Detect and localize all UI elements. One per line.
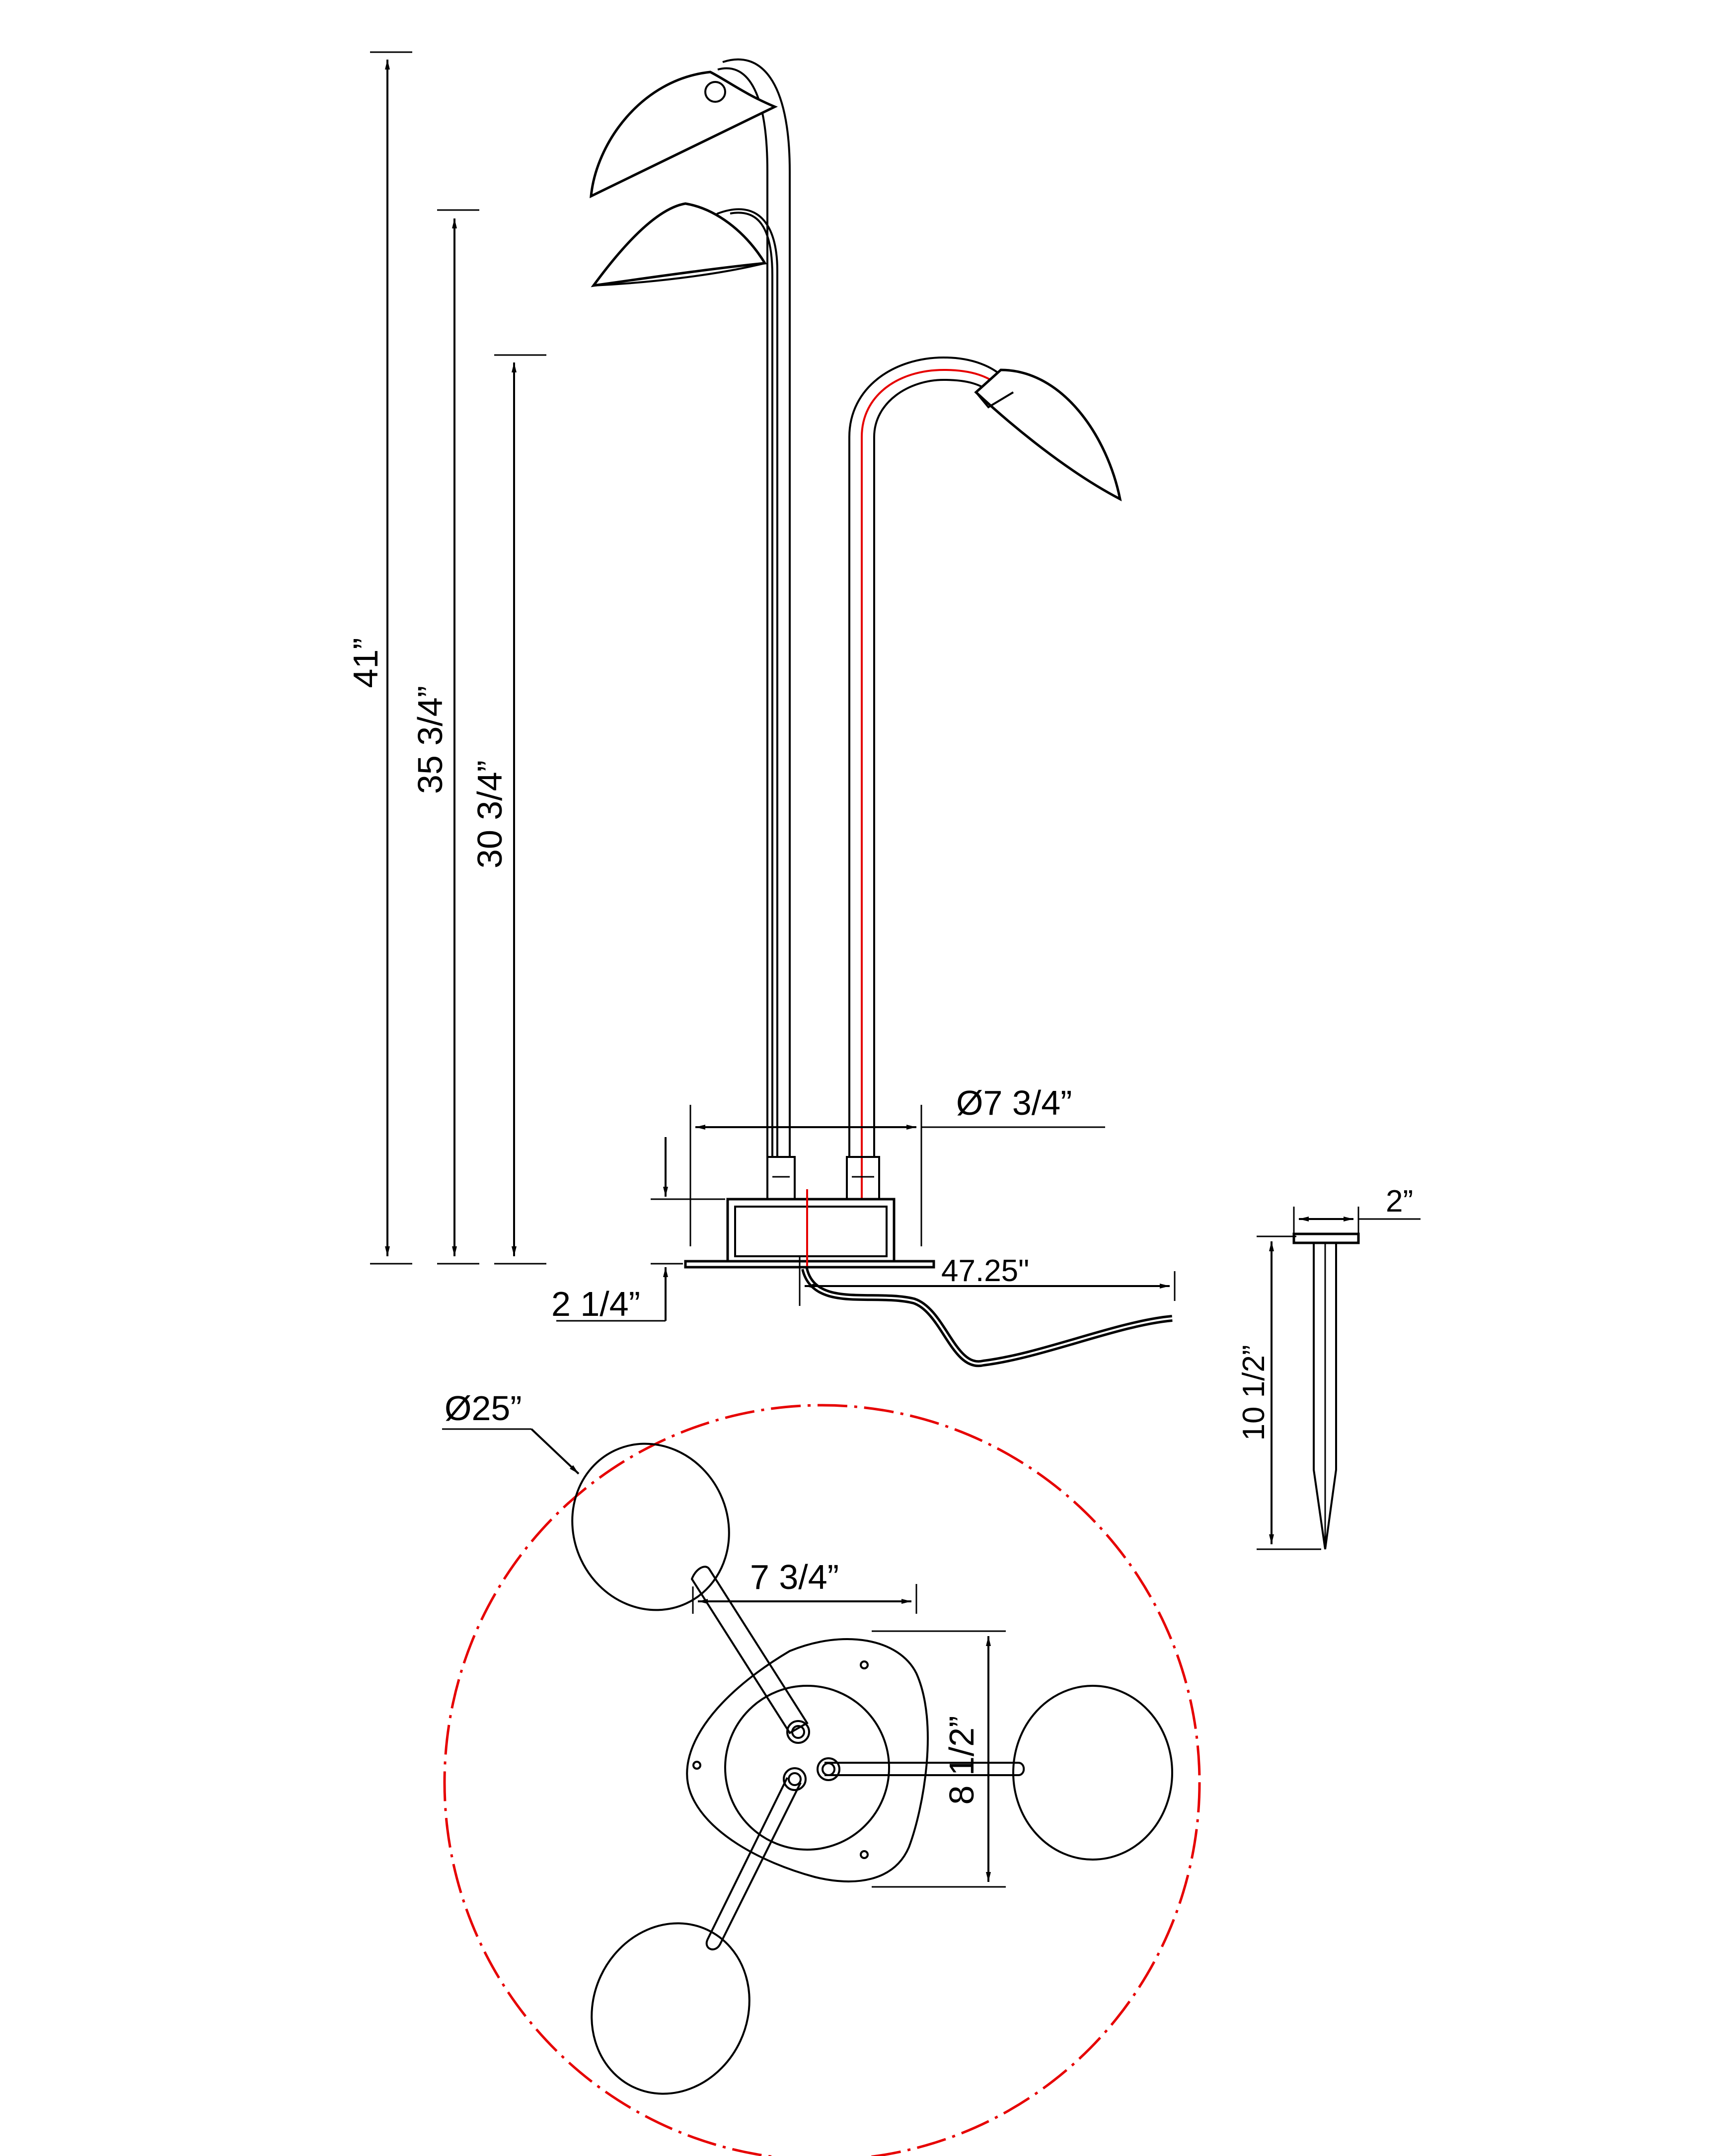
plan-base-depth-dimension: 8 1/2”	[872, 1630, 1006, 1888]
stake-width-label: 2”	[1386, 1184, 1413, 1219]
plan-base-depth-label: 8 1/2”	[942, 1716, 981, 1805]
height-low-label: 30 3/4”	[470, 760, 509, 868]
lamp-shade-right	[974, 368, 1122, 502]
height-dimension-35-3-4: 35 3/4”	[411, 209, 479, 1265]
base-inner-ring	[724, 1685, 890, 1851]
plan-arm-dimension: 7 3/4”	[692, 1558, 917, 1614]
lamp-base	[684, 1156, 935, 1269]
height-dimension-30-3-4: 30 3/4”	[470, 354, 546, 1265]
height-total-label: 41”	[346, 638, 385, 688]
arm-lower-left	[705, 1777, 802, 1950]
plan-arm-width-label: 7 3/4”	[750, 1558, 839, 1596]
height-dimension-41: 41”	[346, 51, 412, 1265]
base-diameter-label: Ø7 3/4”	[956, 1083, 1072, 1122]
cord-length-label: 47.25"	[941, 1254, 1029, 1288]
ground-stake: 2” 10 1/2”	[1237, 1184, 1421, 1550]
plan-shade-right	[1012, 1685, 1173, 1861]
cord-length-dimension: 47.25"	[799, 1254, 1176, 1306]
arm-right	[825, 1762, 1025, 1776]
power-cord	[801, 1268, 1173, 1367]
plan-shade-upper-left	[571, 1442, 730, 1611]
plan-shade-lower-left	[591, 1922, 750, 2095]
base-height-dimension: 2 1/4”	[551, 1137, 725, 1323]
spread-diameter-label: Ø25”	[445, 1389, 522, 1428]
base-plate-outline	[686, 1638, 929, 1883]
base-diameter-dimension: Ø7 3/4”	[689, 1083, 1105, 1246]
arm-upper-left	[690, 1566, 809, 1734]
lamp-shade-middle	[591, 202, 767, 287]
lamp-shade-top	[590, 71, 778, 199]
lamp-stem-right	[848, 356, 1122, 1226]
lamp-stem-tall	[590, 58, 791, 1157]
cable-centerline-right	[861, 368, 999, 1226]
height-middle-label: 35 3/4”	[411, 686, 450, 794]
stake-length-label: 10 1/2”	[1237, 1345, 1271, 1440]
plan-view: Ø25” 7 3/4”	[442, 1389, 1201, 2156]
base-height-label: 2 1/4”	[551, 1285, 640, 1323]
elevation-view: 41” 35 3/4” 30 3/4”	[346, 51, 1176, 1367]
spread-diameter-dimension: Ø25”	[442, 1389, 580, 1475]
spread-circle	[443, 1404, 1201, 2156]
lamp-stem-middle	[591, 202, 778, 1157]
